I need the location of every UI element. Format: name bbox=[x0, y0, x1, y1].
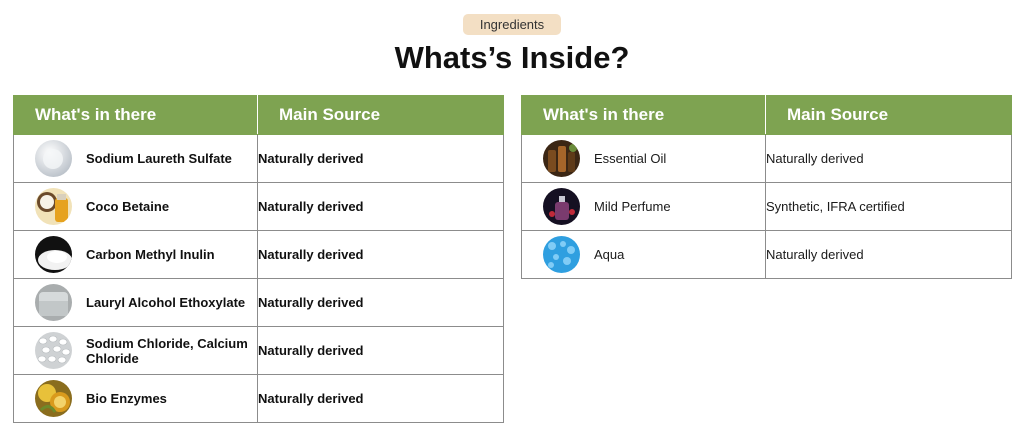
ingredient-name: Bio Enzymes bbox=[86, 391, 167, 406]
ingredient-source: Naturally derived bbox=[257, 278, 504, 327]
ingredient-source: Naturally derived bbox=[765, 134, 1012, 183]
table-header-row: What's in there Main Source bbox=[521, 95, 1012, 135]
salt-pellets-icon bbox=[35, 332, 72, 369]
ingredient-source: Naturally derived bbox=[257, 326, 504, 375]
table-row: Aqua Naturally derived bbox=[521, 230, 1012, 279]
page-title: Whats’s Inside? bbox=[394, 40, 630, 75]
table-row: Carbon Methyl Inulin Naturally derived bbox=[13, 230, 504, 279]
ingredients-table-left: What's in there Main Source Sodium Laure… bbox=[13, 95, 504, 423]
perfume-bottle-icon bbox=[543, 188, 580, 225]
ingredient-name: Coco Betaine bbox=[86, 199, 170, 214]
ingredient-source: Naturally derived bbox=[257, 374, 504, 423]
table-row: Mild Perfume Synthetic, IFRA certified bbox=[521, 182, 1012, 231]
column-header-ingredient: What's in there bbox=[13, 95, 258, 135]
ingredient-name: Carbon Methyl Inulin bbox=[86, 247, 215, 262]
ingredient-source: Naturally derived bbox=[257, 182, 504, 231]
column-header-source: Main Source bbox=[257, 95, 504, 135]
table-header-row: What's in there Main Source bbox=[13, 95, 504, 135]
water-icon bbox=[543, 236, 580, 273]
ingredient-name: Mild Perfume bbox=[594, 199, 671, 214]
table-row: Lauryl Alcohol Ethoxylate Naturally deri… bbox=[13, 278, 504, 327]
ingredient-source: Naturally derived bbox=[765, 230, 1012, 279]
ingredient-name: Essential Oil bbox=[594, 151, 667, 166]
ingredient-name: Sodium Laureth Sulfate bbox=[86, 151, 232, 166]
ingredient-name: Lauryl Alcohol Ethoxylate bbox=[86, 295, 246, 310]
ingredient-name: Sodium Chloride, Calcium Chloride bbox=[86, 335, 248, 366]
ingredient-name: Aqua bbox=[594, 247, 625, 262]
column-header-source: Main Source bbox=[765, 95, 1012, 135]
table-row: Sodium Laureth Sulfate Naturally derived bbox=[13, 134, 504, 183]
table-row: Essential Oil Naturally derived bbox=[521, 134, 1012, 183]
clear-liquid-icon bbox=[35, 284, 72, 321]
ingredients-table-right: What's in there Main Source Essential Oi… bbox=[521, 95, 1012, 279]
citrus-enzymes-icon bbox=[35, 380, 72, 417]
table-row: Sodium Chloride, Calcium Chloride Natura… bbox=[13, 326, 504, 375]
ingredient-source: Naturally derived bbox=[257, 230, 504, 279]
table-row: Bio Enzymes Naturally derived bbox=[13, 374, 504, 423]
white-powder-icon bbox=[35, 140, 72, 177]
table-row: Coco Betaine Naturally derived bbox=[13, 182, 504, 231]
coconut-oil-icon bbox=[35, 188, 72, 225]
ingredient-source: Naturally derived bbox=[257, 134, 504, 183]
white-powder-dark-icon bbox=[35, 236, 72, 273]
ingredient-source: Synthetic, IFRA certified bbox=[765, 182, 1012, 231]
section-badge: Ingredients bbox=[463, 14, 561, 35]
oil-bottles-icon bbox=[543, 140, 580, 177]
column-header-ingredient: What's in there bbox=[521, 95, 766, 135]
